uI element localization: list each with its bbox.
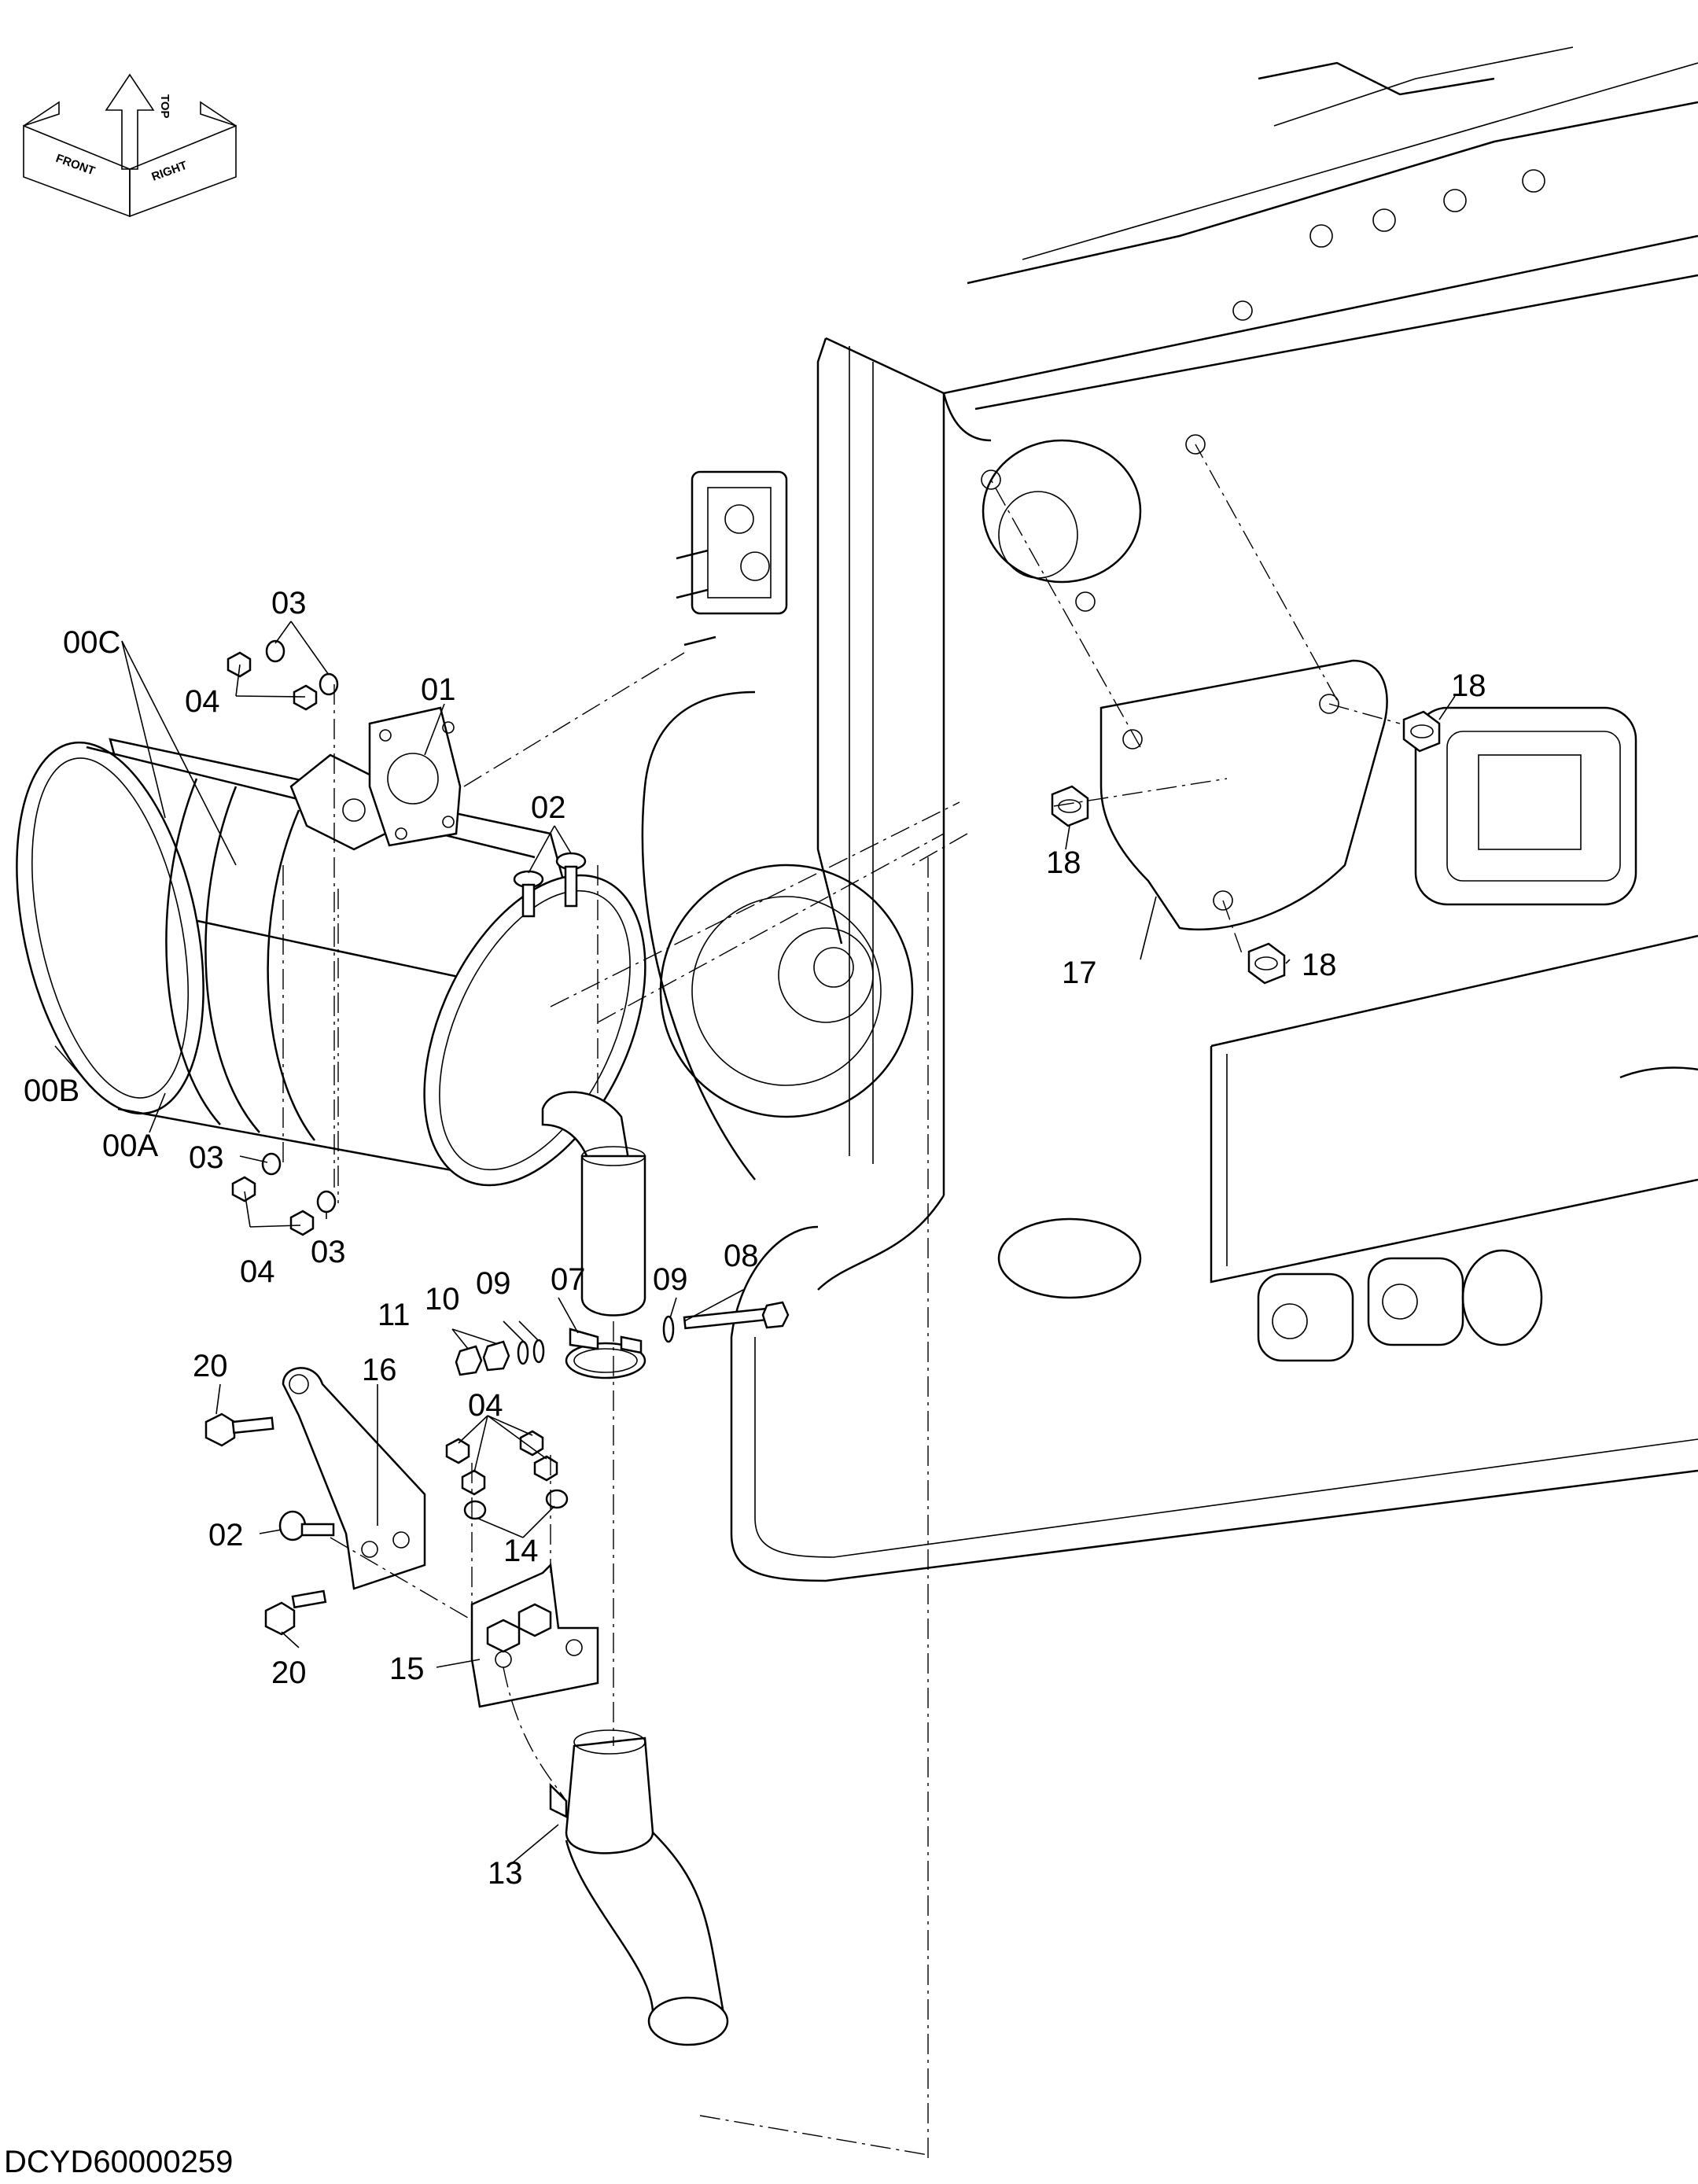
engine-flywheel-housing <box>641 470 914 1180</box>
muffler-00A <box>16 738 646 1317</box>
washer-09-icon <box>662 1315 675 1343</box>
callout-04: 04 <box>240 1254 275 1289</box>
nut-11-icon <box>482 1340 510 1372</box>
washer-03-icon <box>265 639 285 663</box>
callout-15: 15 <box>389 1652 425 1686</box>
washer-14-icon <box>545 1489 569 1509</box>
bolt-18-icon <box>1247 942 1286 985</box>
callout-07: 07 <box>551 1262 586 1297</box>
orientation-front-label: FRONT <box>54 152 97 179</box>
nut-04-icon <box>227 651 252 678</box>
bracket-16 <box>282 1367 426 1590</box>
nut-04-icon <box>293 684 318 711</box>
nut-11-icon <box>455 1345 483 1376</box>
bolt-02-icon <box>278 1510 335 1541</box>
callout-03: 03 <box>271 586 307 621</box>
callout-00B: 00B <box>24 1074 79 1108</box>
nut-04-icon <box>461 1469 486 1496</box>
orientation-indicator-icon: TOP FRONT RIGHT <box>23 73 237 218</box>
bolt-18-icon <box>1051 785 1089 827</box>
leader-lines <box>54 621 1456 1865</box>
nut-washer-set-upper <box>227 639 339 711</box>
orientation-top-label: TOP <box>158 94 171 119</box>
callout-02: 02 <box>531 790 566 825</box>
callout-labels: 00C 00B 00A 01 02 02 03 03 03 04 04 04 0… <box>24 586 1486 1891</box>
callout-14: 14 <box>503 1534 539 1568</box>
clamp-bolt-08 <box>683 1301 790 1330</box>
bolt-02-set <box>513 852 587 918</box>
callout-04: 04 <box>185 684 220 719</box>
callout-08: 08 <box>724 1239 759 1273</box>
nut-04-icon <box>289 1210 315 1236</box>
callout-18: 18 <box>1046 845 1081 880</box>
callout-11: 11 <box>378 1298 411 1332</box>
washer-03-icon <box>261 1152 282 1176</box>
bracket-15 <box>470 1563 599 1708</box>
nut-04-icon <box>533 1455 558 1482</box>
bolt-20-icon <box>204 1412 274 1447</box>
callout-18: 18 <box>1451 668 1486 703</box>
callout-03: 03 <box>311 1235 346 1269</box>
callout-20: 20 <box>271 1655 307 1690</box>
callout-16: 16 <box>362 1353 397 1387</box>
callout-09: 09 <box>653 1262 688 1297</box>
washer-09-icon <box>532 1339 545 1364</box>
callout-17: 17 <box>1062 956 1097 990</box>
bolt-20-icon <box>264 1589 327 1636</box>
callout-18: 18 <box>1302 948 1337 982</box>
drawing-reference-code: DCYD60000259 <box>4 2145 233 2179</box>
washer-03-icon <box>319 672 339 696</box>
callout-10: 10 <box>425 1282 460 1317</box>
assembly-centerlines <box>282 444 1401 2163</box>
machine-frame <box>730 46 1698 1582</box>
callout-20: 20 <box>193 1349 228 1383</box>
bolt-18-icon <box>1402 710 1441 753</box>
nut-04-icon <box>445 1438 470 1464</box>
gasket-01 <box>368 706 462 847</box>
callout-00A: 00A <box>102 1129 158 1163</box>
nut-washer-set-bracket <box>445 1430 569 1520</box>
callout-13: 13 <box>488 1856 523 1891</box>
washer-14-icon <box>463 1500 487 1520</box>
callout-03: 03 <box>189 1140 224 1175</box>
callout-02: 02 <box>208 1518 244 1552</box>
nut-washer-set-lower <box>231 1152 337 1236</box>
bolt-02-icon <box>513 870 544 918</box>
callout-00C: 00C <box>63 625 120 660</box>
callout-04: 04 <box>468 1388 503 1423</box>
exhaust-pipe-13 <box>549 1729 729 2046</box>
bolt-18-set <box>1051 710 1441 985</box>
nut-04-icon <box>231 1176 256 1202</box>
orientation-right-label: RIGHT <box>150 159 190 184</box>
washer-03-icon <box>316 1190 337 1214</box>
clamp-07 <box>565 1328 646 1379</box>
cover-plate-17 <box>1099 659 1388 931</box>
callout-09: 09 <box>476 1266 511 1301</box>
nut-04-icon <box>519 1430 544 1457</box>
callout-01: 01 <box>421 672 456 707</box>
